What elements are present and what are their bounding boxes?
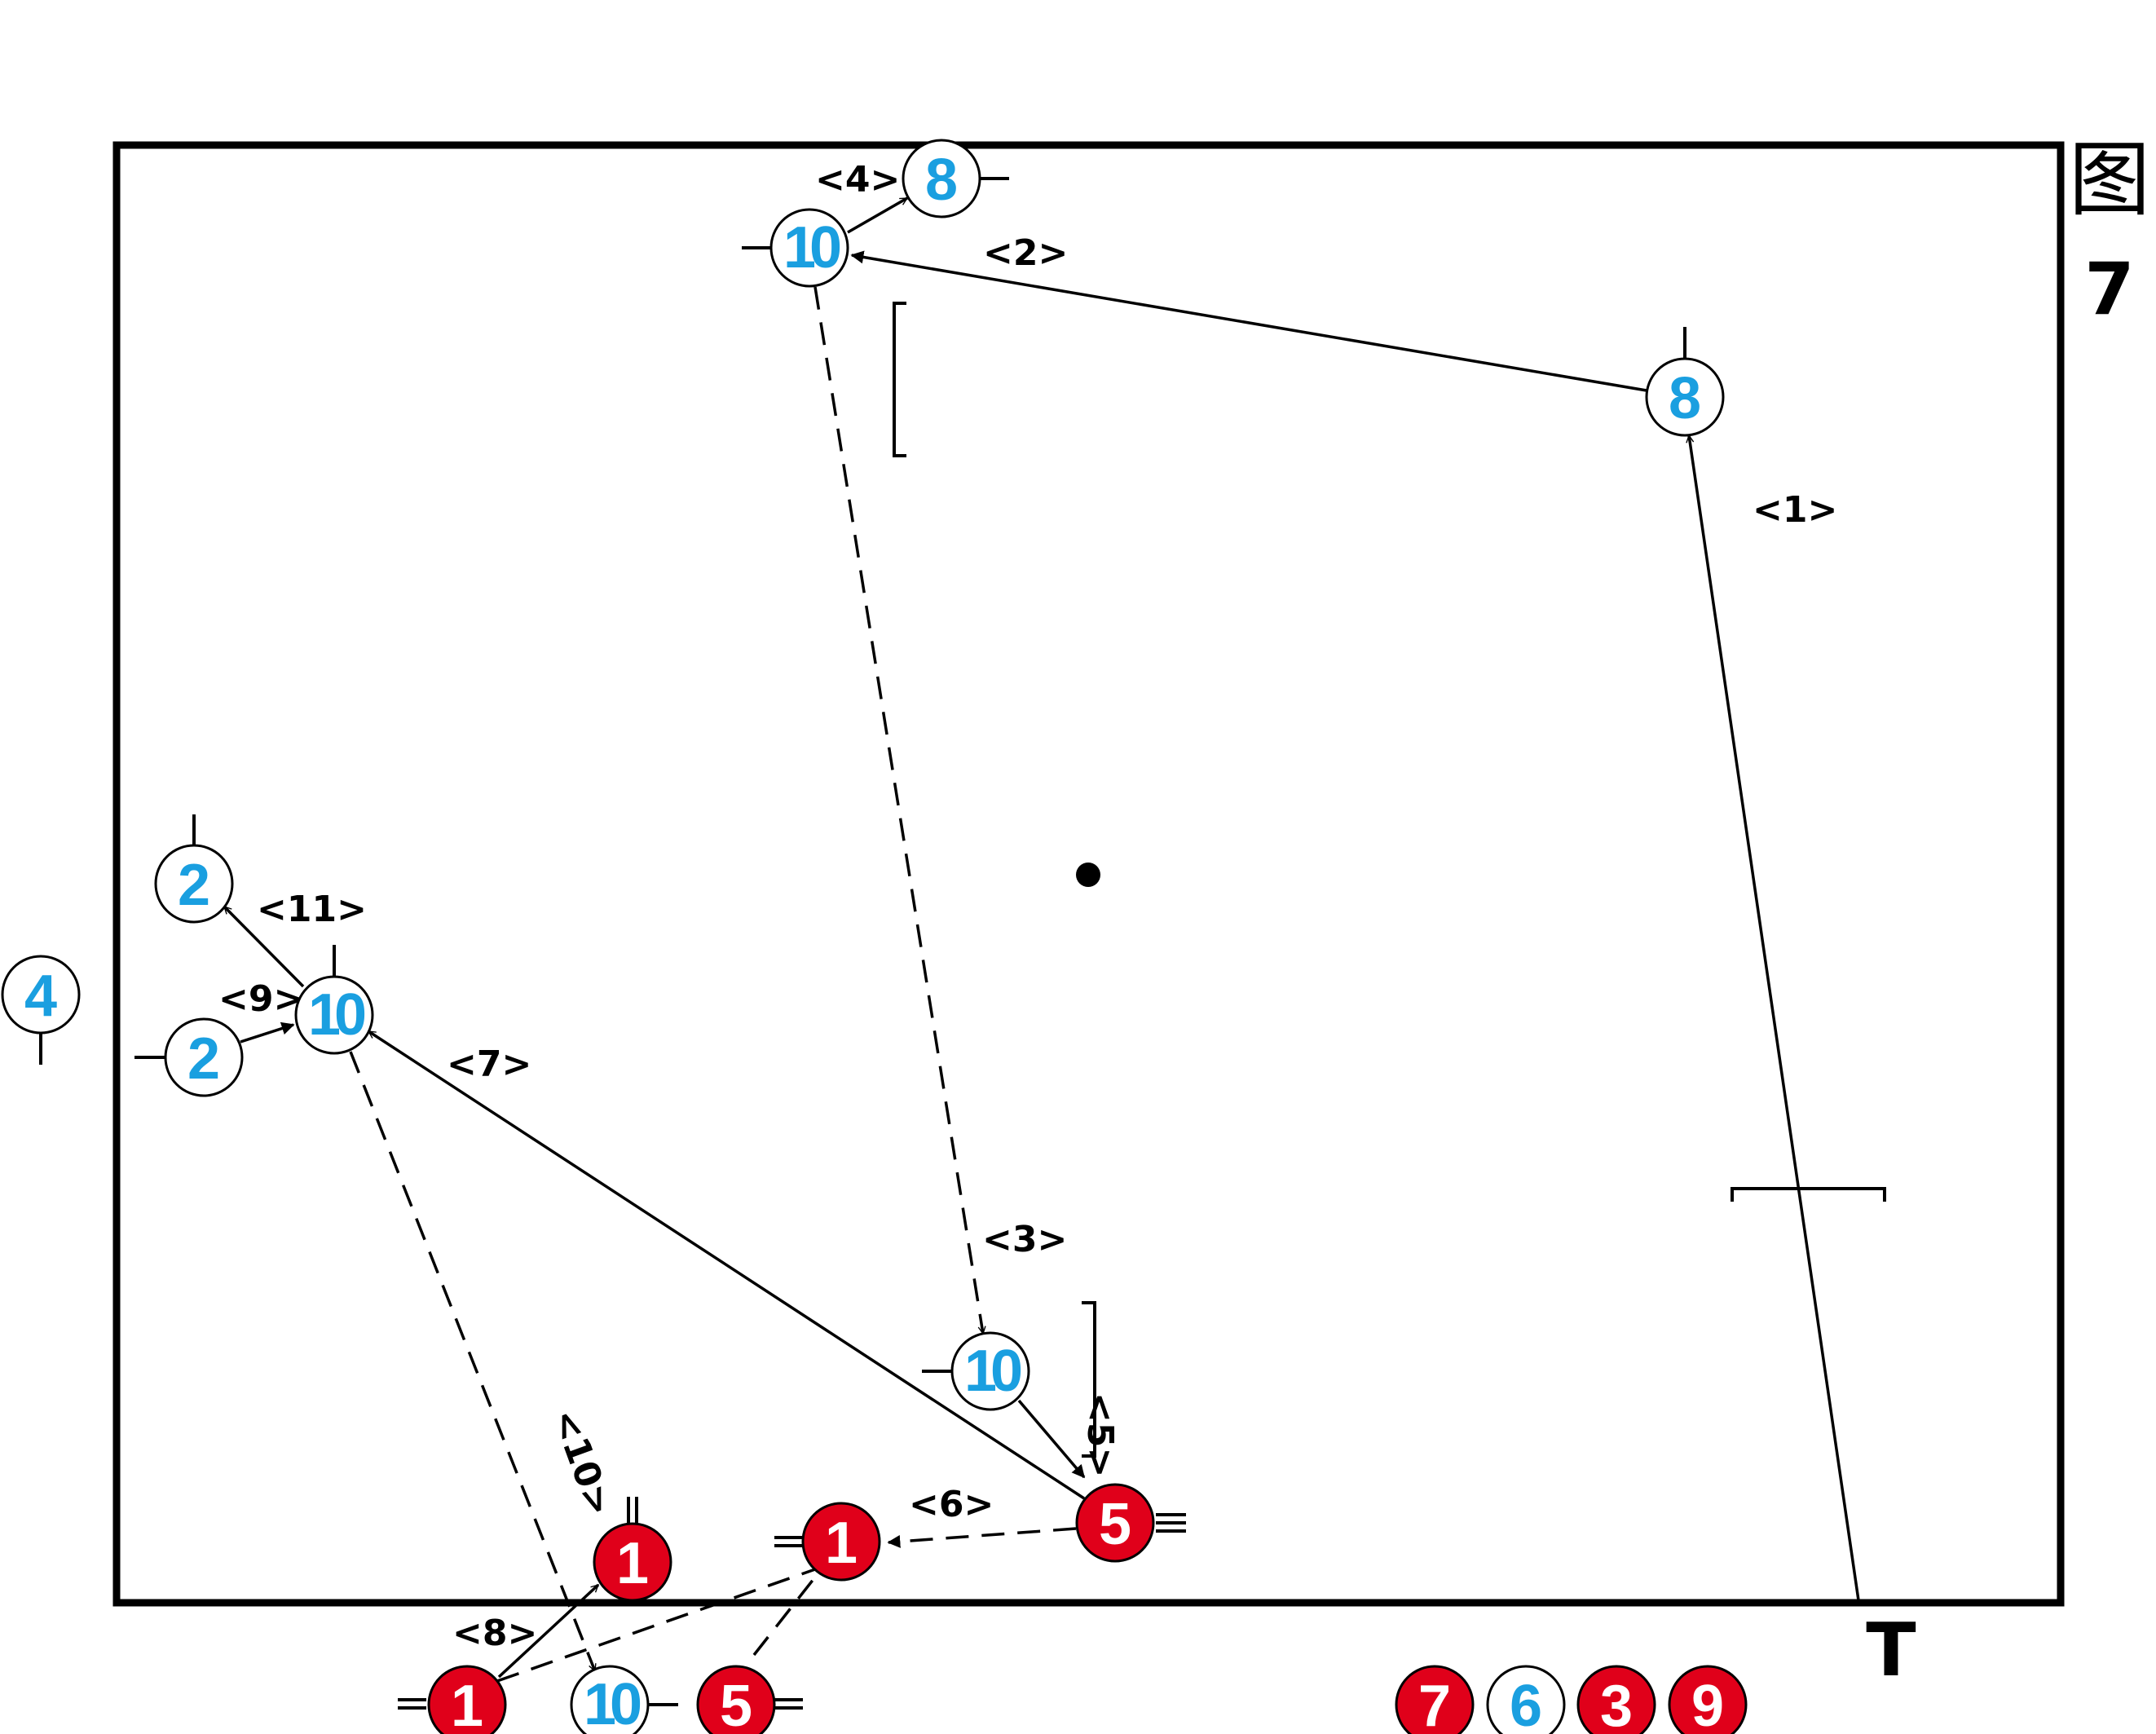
double-ticks (398, 1497, 1186, 1710)
bench-red-7: 7 (1395, 1665, 1475, 1734)
step-label-2: <2> (983, 232, 1068, 274)
t-mark: T (1866, 1608, 1916, 1693)
step-label-1: <1> (1753, 489, 1837, 531)
player-blue-10-bottom: 10 (570, 1665, 650, 1734)
player-blue-10-low: 10 (950, 1331, 1030, 1411)
figure-number: 7 (2084, 247, 2134, 331)
line-2 (850, 250, 1647, 392)
svg-text:7: 7 (1418, 1674, 1451, 1734)
step-label-8: <8> (452, 1613, 537, 1654)
svg-text:5: 5 (1099, 1492, 1131, 1557)
svg-text:2: 2 (178, 853, 210, 918)
screen-brackets (893, 302, 1886, 1458)
line-9 (240, 1021, 295, 1043)
movement-lines (223, 196, 1860, 1683)
step-label-10: <10> (544, 1404, 620, 1521)
bracket-low-screen (1082, 1301, 1096, 1458)
player-red-1-left: 1 (593, 1522, 672, 1602)
step-label-7: <7> (447, 1043, 531, 1085)
line-1 (1689, 435, 1860, 1601)
svg-text:9: 9 (1691, 1674, 1724, 1734)
svg-text:8: 8 (1669, 366, 1701, 431)
svg-text:5: 5 (720, 1674, 752, 1734)
step-label-4: <4> (815, 159, 900, 201)
bracket-right-screen (1731, 1187, 1886, 1202)
svg-text:10: 10 (584, 1672, 641, 1734)
players: 8 10 8 4 2 10 2 10 (1, 139, 1725, 1734)
line-10 (349, 1051, 597, 1671)
svg-text:10: 10 (308, 982, 365, 1048)
svg-text:10: 10 (783, 215, 840, 280)
step-label-9: <9> (218, 978, 303, 1020)
svg-text:1: 1 (451, 1674, 483, 1734)
bracket-top-screen (893, 302, 906, 457)
bench-players: 7 6 3 9 (1395, 1665, 1748, 1734)
svg-text:10: 10 (964, 1339, 1021, 1404)
line-4 (847, 196, 907, 234)
svg-text:2: 2 (187, 1026, 220, 1092)
step-label-6: <6> (909, 1484, 994, 1525)
step-label-3: <3> (982, 1219, 1067, 1260)
bench-red-9: 9 (1668, 1665, 1748, 1734)
line-pass-1-to-1 (496, 1568, 816, 1683)
step-labels: <1> <2> <3> <4> <5> <6> <7> <8> <9> <10>… (218, 159, 1837, 1654)
line-5 (1017, 1399, 1086, 1479)
player-blue-8-top: 8 (902, 139, 981, 218)
step-label-5: <5> (1079, 1392, 1121, 1477)
player-red-5: 5 (1075, 1483, 1155, 1563)
figure-char: 图 (2069, 132, 2150, 227)
svg-text:1: 1 (616, 1531, 649, 1596)
court-boundary (112, 141, 2065, 1607)
svg-text:4: 4 (24, 964, 57, 1029)
line-7 (368, 1030, 1085, 1500)
player-blue-10-mid: 10 (294, 975, 374, 1055)
svg-text:3: 3 (1600, 1674, 1633, 1734)
svg-text:8: 8 (925, 148, 958, 213)
svg-text:1: 1 (825, 1511, 858, 1576)
line-6 (887, 1527, 1077, 1548)
bench-red-3: 3 (1576, 1665, 1656, 1734)
center-dot (1076, 863, 1100, 887)
player-blue-8-right: 8 (1645, 357, 1725, 437)
player-red-1-bottom: 1 (427, 1665, 507, 1734)
line-8 (497, 1583, 600, 1679)
player-red-5-bottom: 5 (696, 1665, 776, 1734)
bench-blue-6: 6 (1486, 1665, 1566, 1734)
player-blue-10-top: 10 (769, 208, 849, 288)
svg-text:6: 6 (1510, 1674, 1542, 1734)
line-3 (813, 286, 983, 1334)
player-blue-2-lower: 2 (164, 1017, 244, 1097)
player-red-1-mid: 1 (801, 1502, 881, 1582)
line-11 (223, 905, 305, 988)
player-blue-2-upper: 2 (154, 844, 234, 924)
line-pass-5-to-1 (752, 1573, 818, 1657)
t-mark-text: T (1866, 1608, 1916, 1693)
orientation-ticks (39, 177, 1686, 1706)
player-blue-4-left: 4 (1, 955, 81, 1035)
step-label-11: <11> (257, 889, 367, 930)
